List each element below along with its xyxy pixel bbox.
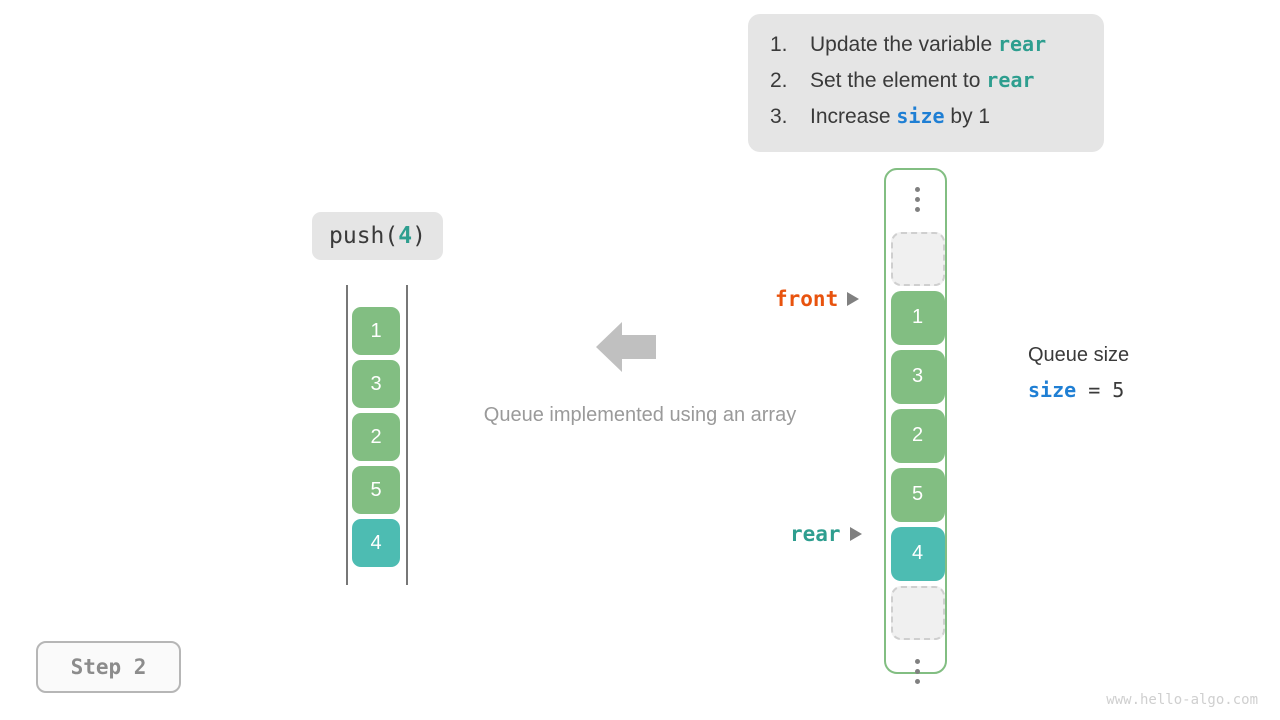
size-variable-name: size [1028,378,1077,402]
physical-array-container: 1 3 2 5 4 [884,168,947,684]
array-slot: 4 [888,524,947,583]
step-badge: Step 2 [36,641,181,693]
queue-cell-highlighted: 4 [352,519,400,567]
array-slot [888,583,947,642]
operation-badge: push(4) [312,212,443,260]
array-slot-ellipsis [888,642,947,701]
diagram-caption: Queue implemented using an array [483,404,797,426]
queue-cell: 3 [352,360,400,408]
instruction-number: 1. [770,33,788,56]
array-slot: 5 [888,465,947,524]
front-pointer-label: front [775,287,860,311]
array-cell-empty [890,231,945,286]
arrow-left-icon [596,322,656,372]
instruction-keyword-rear: rear [997,32,1047,56]
instruction-item: 1. Update the variable rear [770,32,1082,68]
pointer-arrow-icon [847,292,860,306]
instruction-text-post: by 1 [944,105,991,128]
queue-size-title: Queue size [1028,344,1130,366]
instruction-item: 3. Increase size by 1 [770,104,1082,140]
array-slot [888,229,947,288]
array-cell: 1 [890,290,945,345]
operation-name: push( [329,223,399,249]
front-pointer-text: front [775,287,839,311]
watermark: www.hello-algo.com [1106,692,1258,708]
queue-cell: 5 [352,466,400,514]
vertical-ellipsis-icon [915,187,920,212]
instruction-panel: 1. Update the variable rear 2. Set the e… [748,14,1104,152]
instruction-number: 2. [770,69,788,92]
logical-queue-cells: 1 3 2 5 4 [352,307,400,572]
size-variable-value: = 5 [1076,378,1125,402]
queue-cell: 2 [352,413,400,461]
instruction-keyword-size: size [896,104,945,128]
instruction-keyword-rear: rear [986,68,1035,92]
right-rail [406,285,408,585]
physical-array-cells: 1 3 2 5 4 [888,170,947,701]
array-cell-highlighted: 4 [890,526,945,581]
array-cell: 2 [890,408,945,463]
array-cell: 5 [890,467,945,522]
array-slot-ellipsis [888,170,947,229]
queue-cell: 1 [352,307,400,355]
operation-argument: 4 [398,223,413,249]
array-cell-empty [890,585,945,640]
instruction-text: Update the variable [810,33,998,56]
rear-pointer-text: rear [790,522,841,546]
logical-queue-diagram: 1 3 2 5 4 [345,285,409,585]
array-slot: 2 [888,406,947,465]
queue-size-expression: size = 5 [1028,378,1129,402]
instruction-number: 3. [770,105,788,128]
pointer-arrow-icon [849,527,862,541]
array-slot: 1 [888,288,947,347]
operation-close-paren: ) [412,223,426,249]
array-slot: 3 [888,347,947,406]
instruction-text: Set the element to [810,69,987,92]
instruction-item: 2. Set the element to rear [770,68,1082,104]
queue-size-info: Queue size size = 5 [1028,344,1129,402]
vertical-ellipsis-icon [915,659,920,684]
array-cell: 3 [890,349,945,404]
instruction-text: Increase [810,105,897,128]
rear-pointer-label: rear [790,522,862,546]
left-rail [346,285,348,585]
